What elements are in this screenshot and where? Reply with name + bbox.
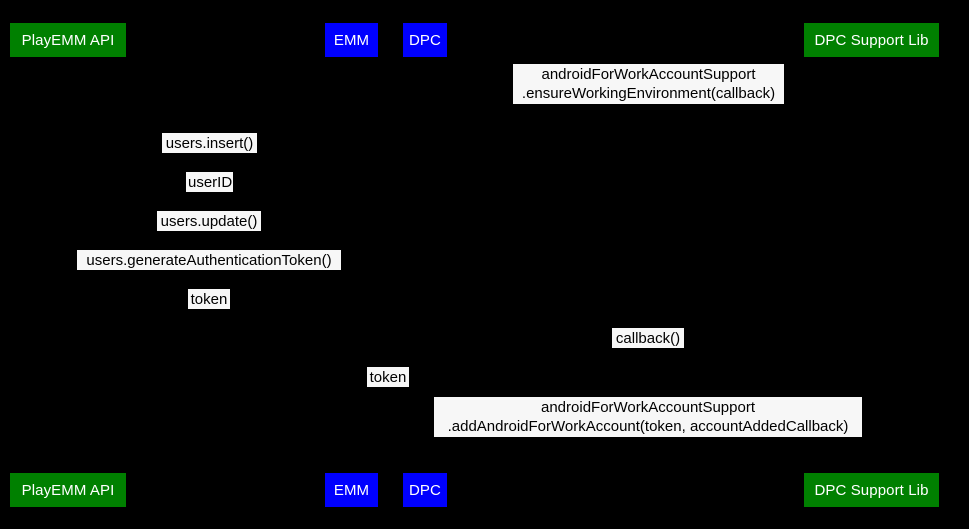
message-arrowhead-user-id xyxy=(343,190,351,198)
participant-label: DPC xyxy=(409,31,441,49)
message-label-users-insert: users.insert() xyxy=(162,133,257,153)
message-label-line: token xyxy=(369,369,407,386)
message-label-line: androidForWorkAccountSupport xyxy=(541,399,755,416)
participant-label: EMM xyxy=(333,481,370,499)
message-label-line: token xyxy=(190,291,228,308)
message-label-add-android-for-work-account: androidForWorkAccountSupport .addAndroidF… xyxy=(434,397,862,437)
message-label-ensure-working-environment: androidForWorkAccountSupport .ensureWorki… xyxy=(513,64,784,104)
message-arrowhead-ensure-working-environment xyxy=(863,102,871,110)
message-arrow-callback xyxy=(425,350,871,351)
message-label-line: users.update() xyxy=(160,213,258,230)
message-label-line: users.insert() xyxy=(165,135,254,152)
message-arrowhead-users-insert xyxy=(68,151,76,159)
participant-header-playemm-api[interactable]: PlayEMM API xyxy=(10,23,126,57)
message-arrowhead-users-update xyxy=(68,229,76,237)
participant-footer-dpc-support-lib[interactable]: DPC Support Lib xyxy=(804,473,939,507)
message-label-callback: callback() xyxy=(612,328,684,348)
message-arrowhead-callback xyxy=(425,346,433,354)
message-arrowhead-token-to-dpc xyxy=(417,385,425,393)
message-label-line: callback() xyxy=(615,330,681,347)
message-label-token-to-emm: token xyxy=(188,289,230,309)
participant-label: DPC Support Lib xyxy=(814,481,929,499)
message-label-line: users.generateAuthenticationToken() xyxy=(86,252,332,269)
message-label-line: .addAndroidForWorkAccount(token, account… xyxy=(447,418,849,435)
message-arrowhead-token-to-emm xyxy=(343,307,351,315)
message-arrow-user-id xyxy=(68,194,351,195)
message-arrow-users-generate-authentication-token xyxy=(68,272,351,273)
participant-footer-dpc[interactable]: DPC xyxy=(403,473,447,507)
participant-header-dpc[interactable]: DPC xyxy=(403,23,447,57)
message-label-line: .ensureWorkingEnvironment(callback) xyxy=(521,85,776,102)
message-arrowhead-users-generate-authentication-token xyxy=(68,268,76,276)
participant-label: DPC Support Lib xyxy=(814,31,929,49)
message-label-line: userID xyxy=(188,174,233,191)
message-arrow-token-to-dpc xyxy=(351,389,425,390)
message-arrow-users-update xyxy=(68,233,351,234)
lifeline-emm xyxy=(351,57,352,473)
message-arrow-add-android-for-work-account xyxy=(425,439,871,440)
lifeline-dpc xyxy=(425,57,426,473)
participant-label: PlayEMM API xyxy=(21,31,115,49)
participant-label: DPC xyxy=(409,481,441,499)
message-label-token-to-dpc: token xyxy=(367,367,409,387)
participant-header-dpc-support-lib[interactable]: DPC Support Lib xyxy=(804,23,939,57)
participant-footer-playemm-api[interactable]: PlayEMM API xyxy=(10,473,126,507)
participant-header-emm[interactable]: EMM xyxy=(325,23,378,57)
message-label-users-generate-authentication-token: users.generateAuthenticationToken() xyxy=(77,250,341,270)
message-arrow-users-insert xyxy=(68,155,351,156)
message-arrow-token-to-emm xyxy=(68,311,351,312)
message-arrowhead-add-android-for-work-account xyxy=(863,435,871,443)
lifeline-playemm-api xyxy=(68,57,69,473)
message-arrow-ensure-working-environment xyxy=(425,106,871,107)
message-label-users-update: users.update() xyxy=(157,211,261,231)
participant-label: EMM xyxy=(333,31,370,49)
lifeline-dpc-support-lib xyxy=(871,57,872,473)
message-label-line: androidForWorkAccountSupport xyxy=(541,66,756,83)
participant-label: PlayEMM API xyxy=(21,481,115,499)
participant-footer-emm[interactable]: EMM xyxy=(325,473,378,507)
message-label-user-id: userID xyxy=(186,172,233,192)
